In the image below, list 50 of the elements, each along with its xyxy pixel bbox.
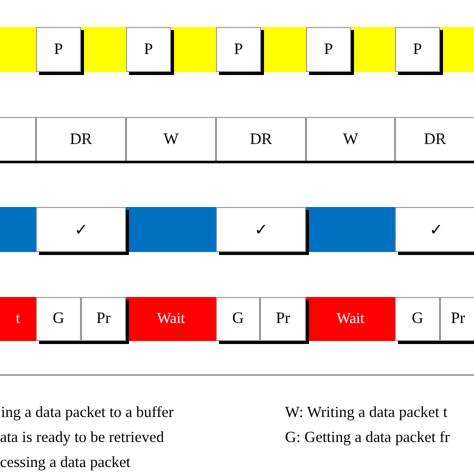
- step-label: Pr: [276, 310, 290, 328]
- wait-block: [126, 297, 216, 341]
- step-box: [395, 27, 440, 72]
- legend-note: ing a data packet to a buffer: [1, 404, 174, 422]
- legend-note: G: Getting a data packet fr: [285, 429, 450, 447]
- check-mark: ✓: [74, 220, 88, 240]
- step-label: P: [324, 40, 333, 58]
- step-box: [216, 207, 306, 252]
- wait-block: [0, 297, 36, 341]
- step-box: [216, 27, 261, 72]
- step-box: [395, 207, 474, 252]
- legend-note: cessing a data packet: [0, 454, 130, 472]
- table-cell: [306, 117, 395, 162]
- table-cell: [395, 117, 474, 162]
- table-cell: [126, 117, 216, 162]
- step-box: [395, 297, 440, 341]
- step-box: [216, 297, 260, 341]
- step-label: Wait: [157, 310, 185, 328]
- wait-block: [306, 297, 395, 341]
- step-label: P: [413, 40, 422, 58]
- step-label: Pr: [96, 310, 111, 328]
- step-label: DR: [250, 130, 272, 148]
- step-label: DR: [70, 130, 92, 148]
- step-box: [126, 27, 171, 72]
- check-mark: ✓: [254, 220, 268, 240]
- step-label: P: [234, 40, 243, 58]
- step-box: [440, 297, 474, 341]
- step-box: [306, 27, 351, 72]
- step-box: [36, 27, 81, 72]
- legend-note: W: Writing a data packet t: [285, 404, 448, 422]
- step-label: W: [163, 130, 179, 148]
- step-box: [81, 297, 126, 341]
- step-box: [36, 297, 81, 341]
- step-label: W: [342, 130, 358, 148]
- empty-cell: [0, 117, 36, 162]
- step-label: P: [54, 40, 63, 58]
- step-label: G: [412, 310, 424, 328]
- step-label: Wait: [336, 310, 364, 328]
- step-box: [260, 297, 306, 341]
- legend-note: ata is ready to be retrieved: [0, 429, 164, 447]
- step-label: G: [52, 310, 64, 328]
- table-cell: [216, 117, 306, 162]
- step-label: P: [144, 40, 153, 58]
- step-label: DR: [424, 130, 446, 148]
- table-cell: [36, 117, 126, 162]
- step-label: Pr: [450, 310, 466, 328]
- step-label: G: [232, 310, 244, 328]
- step-label: t: [16, 310, 20, 328]
- check-mark: ✓: [430, 220, 442, 240]
- step-box: [36, 207, 126, 252]
